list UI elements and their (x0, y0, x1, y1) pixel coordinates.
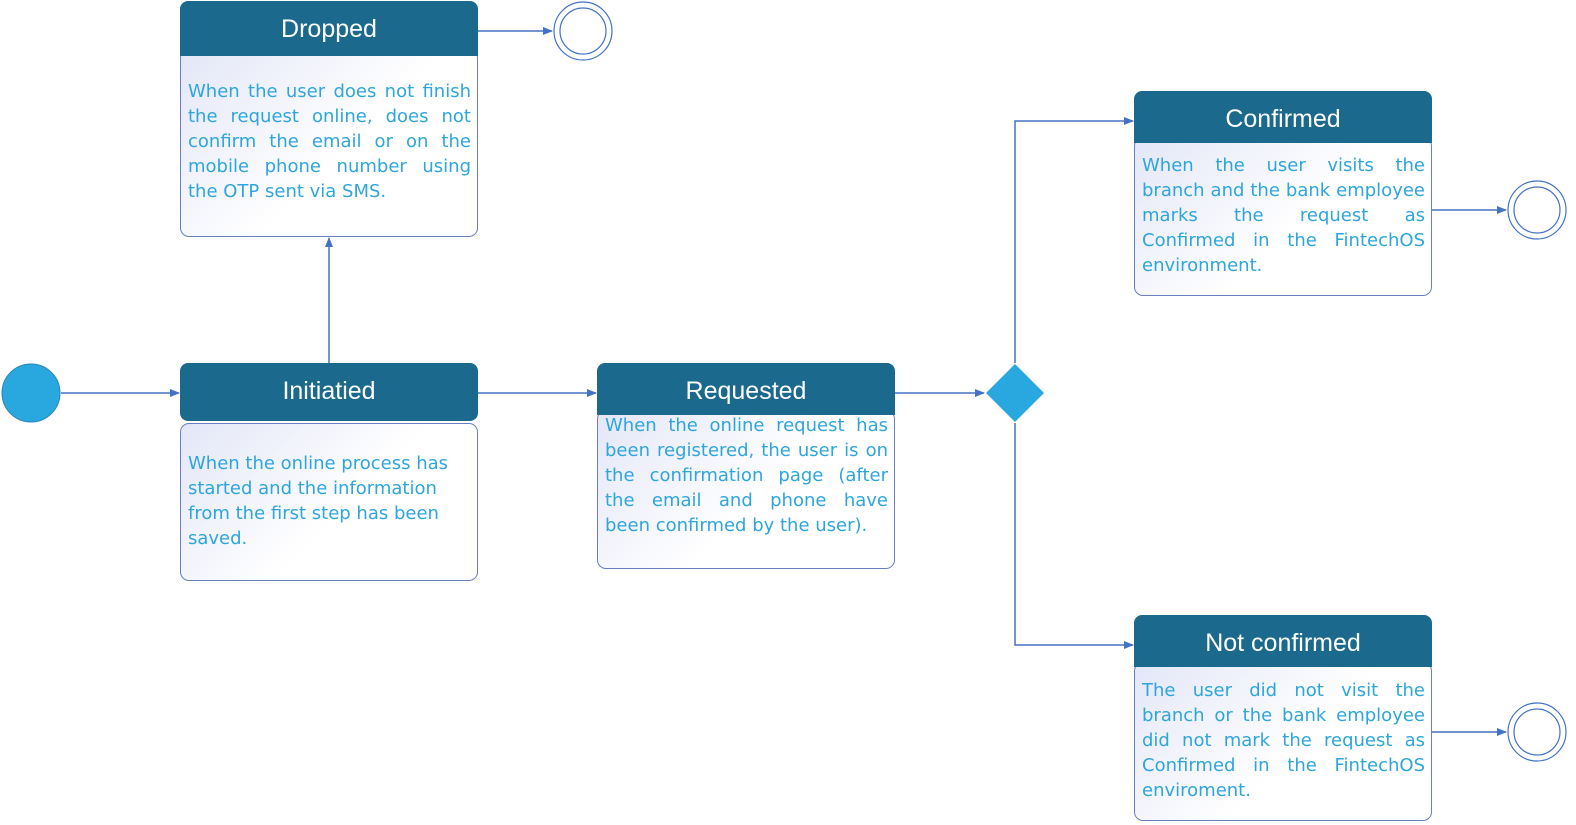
state-dropped-description: When the user does not finish the reques… (188, 81, 471, 202)
state-confirmed-header: Confirmed (1134, 91, 1432, 143)
state-confirmed: When the user visits the branch and the … (1134, 91, 1432, 296)
state-dropped-body: When the user does not finish the reques… (180, 49, 478, 237)
initial-node (1, 363, 61, 423)
state-requested-description: When the online request has been registe… (605, 415, 888, 536)
decision-node (986, 364, 1044, 422)
state-dropped: When the user does not finish the reques… (180, 1, 478, 237)
state-not-confirmed-body: The user did not visit the branch or the… (1134, 662, 1432, 821)
edge-decision-to-not-confirmed (1014, 423, 1134, 649)
state-confirmed-description: When the user visits the branch and the … (1142, 155, 1425, 276)
state-requested: When the online request has been registe… (597, 363, 895, 569)
final-node-confirmed (1507, 180, 1567, 240)
state-requested-header: Requested (597, 363, 895, 415)
state-confirmed-body: When the user visits the branch and the … (1134, 137, 1432, 296)
edge-decision-to-confirmed (1014, 117, 1134, 363)
state-initiated: When the online process has started and … (180, 363, 478, 581)
final-node-dropped (553, 1, 613, 61)
state-requested-body: When the online request has been registe… (597, 410, 895, 569)
state-not-confirmed: The user did not visit the branch or the… (1134, 615, 1432, 821)
state-initiated-header: Initiatied (180, 363, 478, 421)
state-initiated-description: When the online process has started and … (188, 453, 449, 549)
state-initiated-body: When the online process has started and … (180, 423, 478, 581)
final-node-not-confirmed (1507, 702, 1567, 762)
state-not-confirmed-description: The user did not visit the branch or the… (1142, 680, 1425, 801)
state-dropped-header: Dropped (180, 1, 478, 56)
state-not-confirmed-header: Not confirmed (1134, 615, 1432, 667)
